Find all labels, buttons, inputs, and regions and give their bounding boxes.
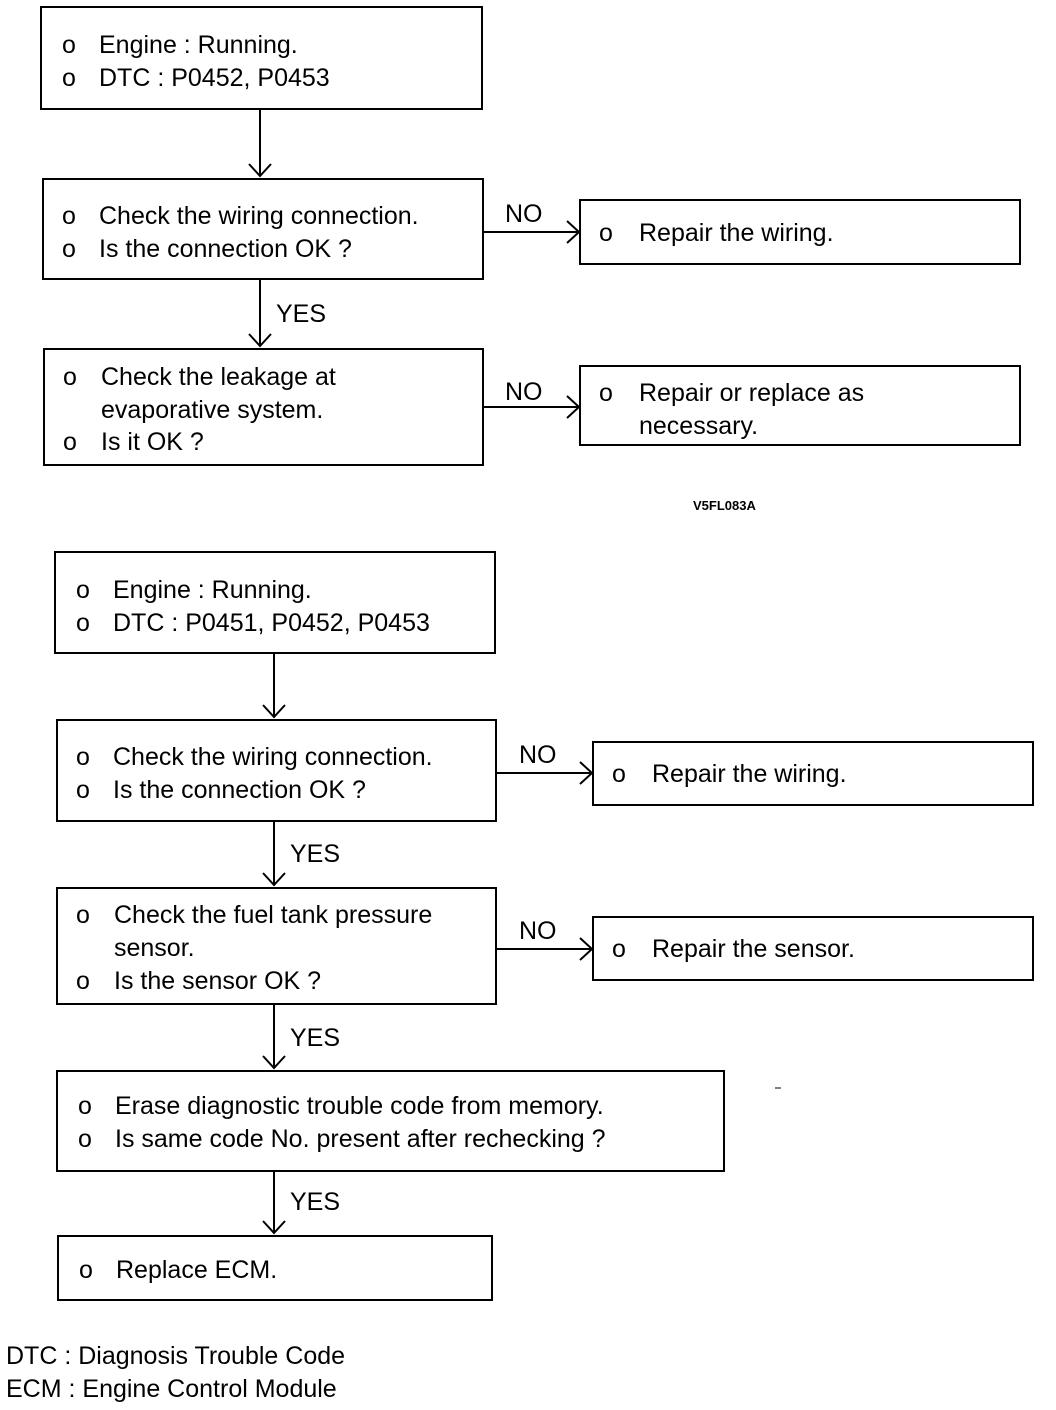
dtc-codes-text: DTC : P0451, P0452, P0453 [113, 609, 430, 637]
engine-running-text: Engine : Running. [99, 31, 298, 59]
no-label: NO [519, 741, 557, 769]
bullet: o [76, 609, 90, 637]
bullet: o [599, 379, 613, 407]
yes-label: YES [290, 1024, 341, 1052]
check-sensor-text-cont: sensor. [114, 934, 195, 962]
check-leakage-text: Check the leakage at [101, 363, 336, 391]
bullet: o [612, 935, 626, 963]
engine-running-text: Engine : Running. [113, 576, 312, 604]
arrow-wiring-yes-1 [248, 280, 272, 348]
connection-ok-question: Is the connection OK ? [99, 235, 352, 263]
same-code-question: Is same code No. present after recheckin… [115, 1125, 606, 1153]
flow1-start-box: o Engine : Running. o DTC : P0452, P0453 [40, 6, 483, 110]
bullet: o [63, 428, 77, 456]
flow2-check-sensor-box: o Check the fuel tank pressure sensor. o… [56, 887, 497, 1005]
check-sensor-text: Check the fuel tank pressure [114, 901, 433, 929]
bullet: o [62, 235, 76, 263]
repair-replace-text-cont: necessary. [639, 412, 759, 440]
figure-code: V5FL083A [693, 498, 756, 513]
flow2-repair-sensor-box: o Repair the sensor. [592, 916, 1034, 981]
no-label: NO [519, 917, 557, 945]
flow2-check-wiring-box: o Check the wiring connection. o Is the … [56, 719, 497, 822]
arrow-erase-yes-2 [262, 1172, 286, 1235]
arrow-wiring-yes-2 [262, 822, 286, 887]
legend-ecm: ECM : Engine Control Module [6, 1375, 337, 1403]
replace-ecm-text: Replace ECM. [116, 1256, 278, 1284]
repair-replace-text: Repair or replace as [639, 379, 865, 407]
erase-dtc-text: Erase diagnostic trouble code from memor… [115, 1092, 604, 1120]
connection-ok-question: Is the connection OK ? [113, 776, 366, 804]
no-label: NO [505, 378, 543, 406]
check-leakage-text-cont: evaporative system. [101, 396, 324, 424]
flow2-replace-ecm-box: o Replace ECM. [57, 1235, 493, 1301]
bullet: o [612, 760, 626, 788]
check-wiring-text: Check the wiring connection. [99, 202, 419, 230]
flow1-repair-replace-box: o Repair or replace as necessary. [579, 365, 1021, 446]
legend-dtc: DTC : Diagnosis Trouble Code [6, 1342, 346, 1370]
flow1-repair-wiring-box: o Repair the wiring. [579, 199, 1021, 265]
flow1-check-leak-box: o Check the leakage at evaporative syste… [43, 348, 484, 466]
flow1-check-wiring-box: o Check the wiring connection. o Is the … [42, 178, 484, 280]
flow2-start-box: o Engine : Running. o DTC : P0451, P0452… [54, 551, 496, 654]
is-it-ok-question: Is it OK ? [101, 428, 204, 456]
flow2-erase-dtc-box: o Erase diagnostic trouble code from mem… [56, 1070, 725, 1172]
yes-label: YES [290, 1188, 341, 1216]
yes-label: YES [276, 300, 327, 328]
yes-label: YES [290, 840, 341, 868]
bullet: o [79, 1256, 93, 1284]
bullet: o [62, 202, 76, 230]
bullet: o [78, 1092, 92, 1120]
bullet: o [599, 219, 613, 247]
arrow-sensor-yes-2 [262, 1005, 286, 1070]
bullet: o [76, 967, 90, 995]
bullet: o [62, 31, 76, 59]
bullet: o [76, 743, 90, 771]
bullet: o [63, 363, 77, 391]
sensor-ok-question: Is the sensor OK ? [114, 967, 322, 995]
arrow-start-to-wiring-2 [262, 654, 286, 719]
no-label: NO [505, 200, 543, 228]
bullet: o [76, 776, 90, 804]
dtc-codes-text: DTC : P0452, P0453 [99, 64, 330, 92]
repair-wiring-text: Repair the wiring. [652, 760, 847, 788]
check-wiring-text: Check the wiring connection. [113, 743, 433, 771]
bullet: o [62, 64, 76, 92]
arrow-start-to-wiring-1 [248, 110, 272, 178]
flow2-repair-wiring-box: o Repair the wiring. [592, 741, 1034, 806]
bullet: o [76, 901, 90, 929]
bullet: o [78, 1125, 92, 1153]
repair-sensor-text: Repair the sensor. [652, 935, 855, 963]
repair-wiring-text: Repair the wiring. [639, 219, 834, 247]
bullet: o [76, 576, 90, 604]
